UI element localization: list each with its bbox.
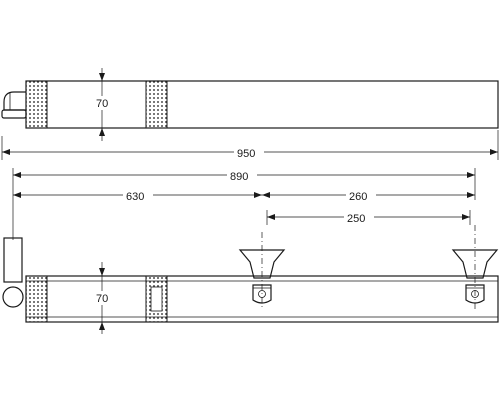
bottom-perforated-band-left [25, 275, 48, 323]
mount-spacing-label: 260 [349, 191, 367, 203]
first-mount-label: 630 [126, 191, 144, 203]
bottom-height-label: 70 [96, 293, 108, 305]
overall-length-label: 950 [237, 148, 255, 160]
bracket-spacing-label: 250 [347, 213, 365, 225]
mount-span-dimension: 890 [12, 168, 476, 240]
mount-bracket-left [238, 232, 286, 310]
top-height-label: 70 [96, 98, 108, 110]
mount-spacing-dimension: 260 [262, 188, 475, 203]
bottom-view: 70 [2, 225, 499, 334]
top-elbow [1, 91, 27, 119]
top-perforated-band-right [145, 80, 168, 129]
bottom-height-dimension: 70 [92, 262, 114, 334]
overall-length-dimension: 950 [1, 130, 499, 160]
mount-bracket-right [451, 225, 499, 310]
bracket-spacing-dimension: 250 [266, 210, 471, 225]
top-perforated-band-left [25, 80, 48, 129]
top-height-dimension: 70 [92, 68, 114, 141]
bottom-perforated-band-right [145, 275, 168, 323]
top-view: 70 [1, 68, 499, 141]
first-mount-dimension: 630 [13, 188, 262, 203]
mount-span-label: 890 [230, 171, 248, 183]
bottom-inlet-pipe [2, 237, 24, 308]
